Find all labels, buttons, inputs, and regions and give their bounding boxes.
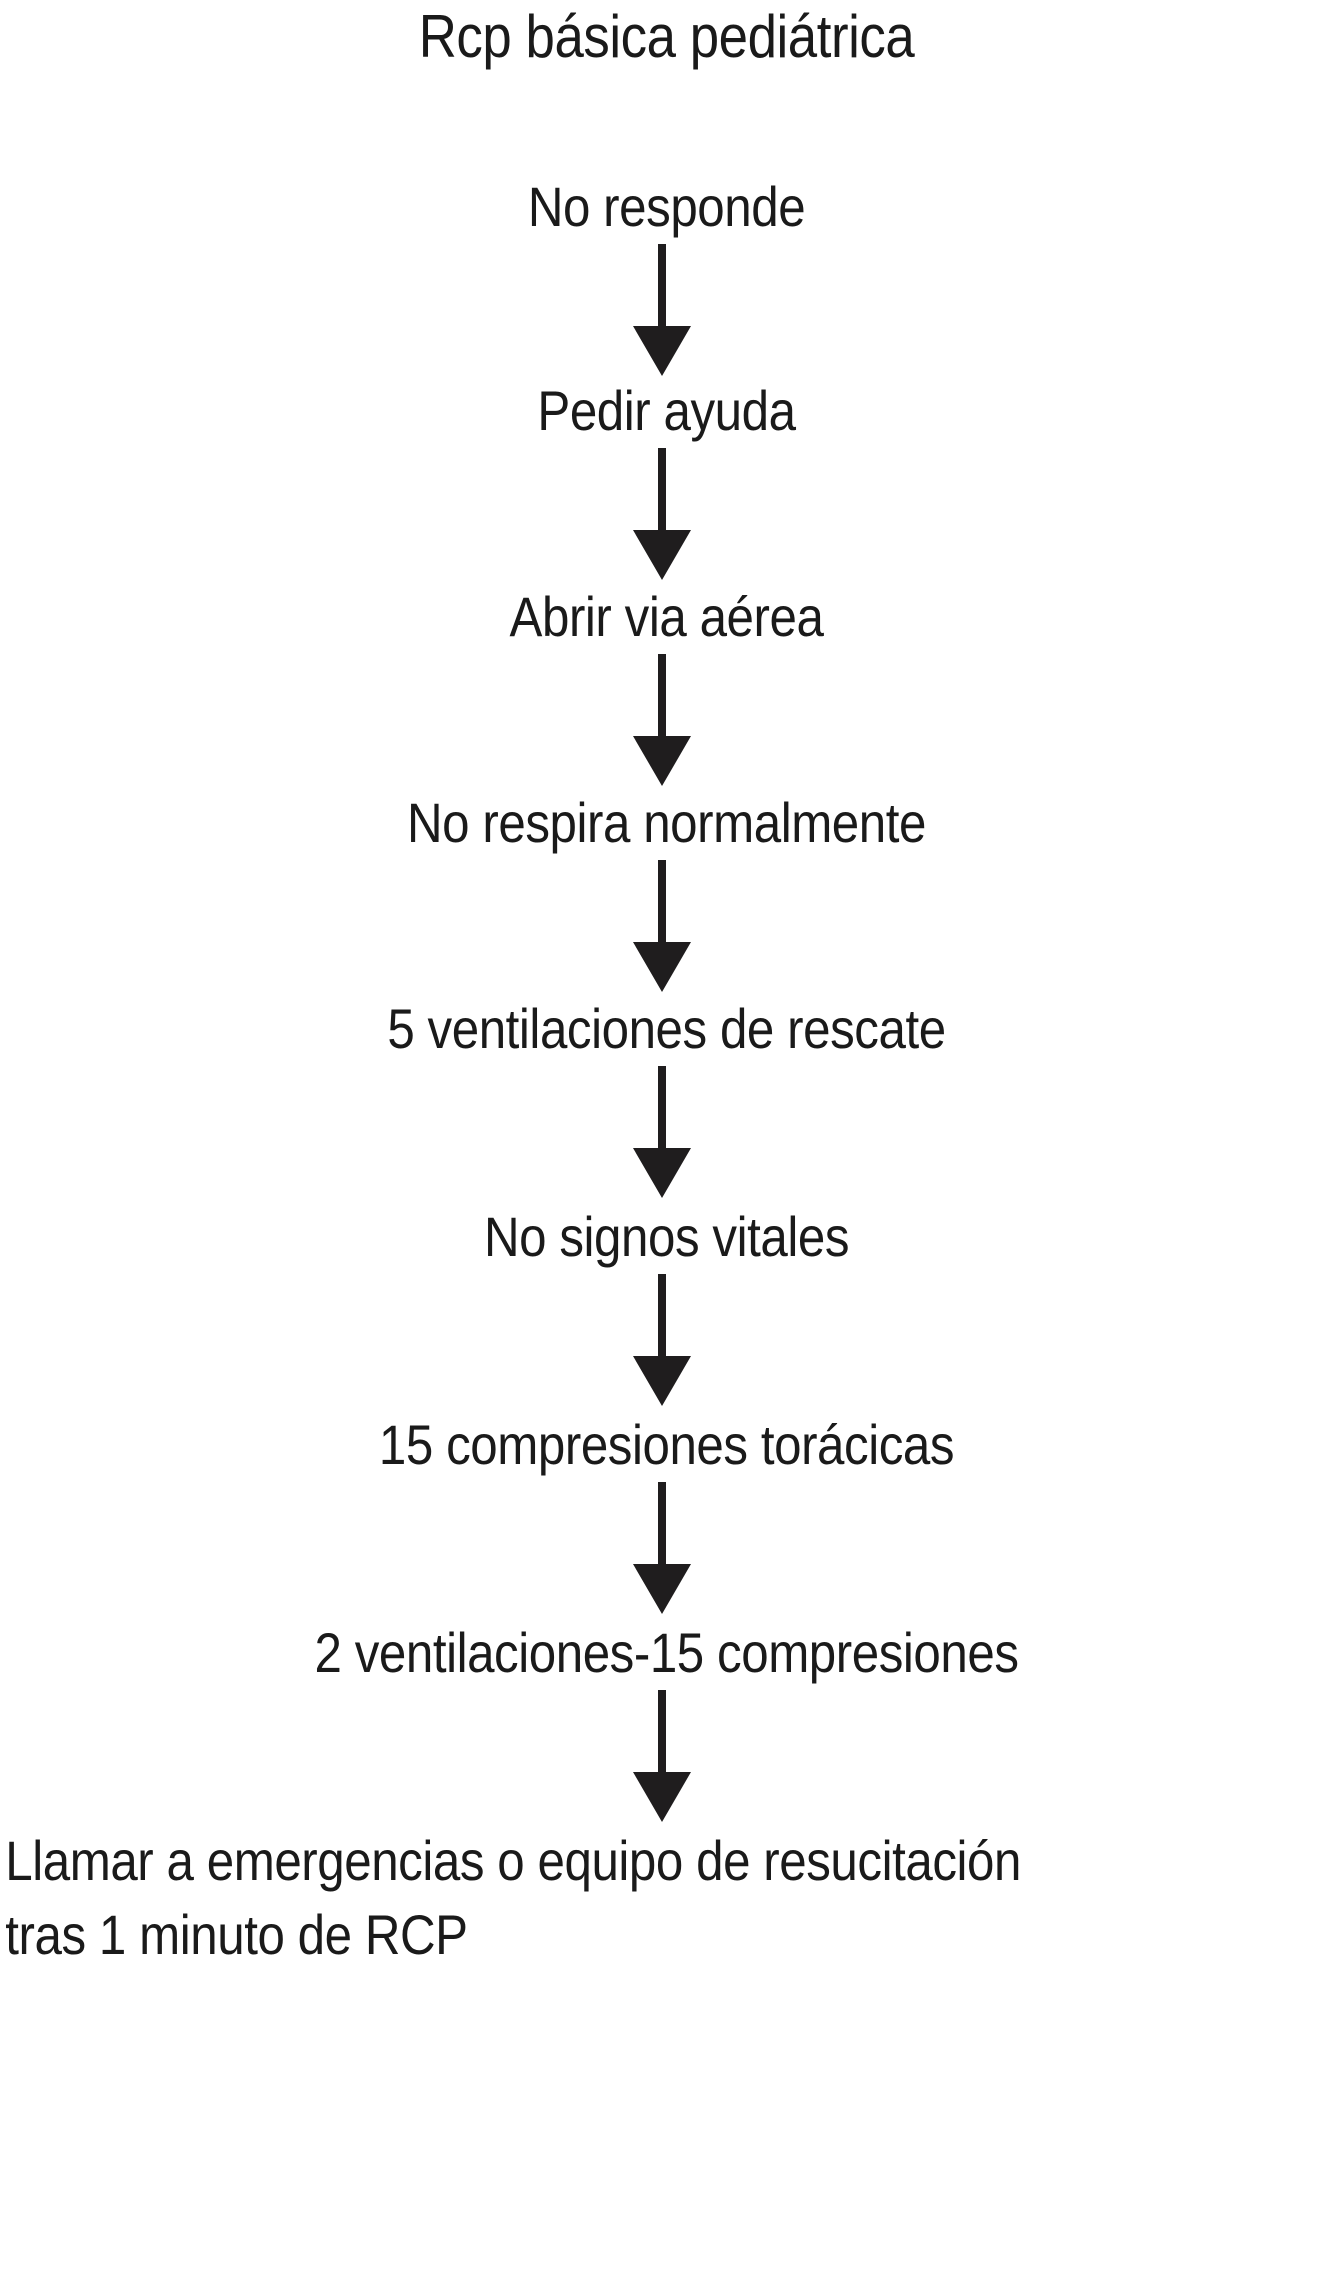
flow-step-4: No respira normalmente xyxy=(0,786,1333,860)
flow-step-label: 2 ventilaciones-15 compresiones xyxy=(314,1621,1019,1684)
flow-connector-8 xyxy=(0,1690,1333,1824)
flow-connector-3 xyxy=(0,654,1333,786)
flow-step-label-final-line2: tras 1 minuto de RCP xyxy=(5,1903,468,1966)
flow-step-1: No responde xyxy=(0,170,1333,244)
flow-step-label: 5 ventilaciones de rescate xyxy=(387,997,946,1060)
arrow-head xyxy=(633,736,691,786)
arrow-stem xyxy=(658,860,666,946)
arrow-stem xyxy=(658,1066,666,1152)
arrow-head xyxy=(633,1356,691,1406)
flow-step-6: No signos vitales xyxy=(0,1200,1333,1274)
page-title: Rcp básica pediátrica xyxy=(418,3,915,70)
flow-step-label: No signos vitales xyxy=(483,1205,850,1268)
arrow-head xyxy=(633,942,691,992)
arrow-head xyxy=(633,1148,691,1198)
arrow-stem xyxy=(658,448,666,534)
flow-step-8: 2 ventilaciones-15 compresiones xyxy=(0,1616,1333,1690)
flow-step-label: No respira normalmente xyxy=(407,791,926,854)
flow-connector-6 xyxy=(0,1274,1333,1408)
flow-step-label: No responde xyxy=(527,175,806,238)
flow-connector-5 xyxy=(0,1066,1333,1200)
flow-step-label-final-line1: Llamar a emergencias o equipo de resucit… xyxy=(5,1829,1021,1892)
flow-connector-4 xyxy=(0,860,1333,992)
arrow-head xyxy=(633,1564,691,1614)
arrow-stem xyxy=(658,654,666,740)
flow-connector-1 xyxy=(0,244,1333,376)
flowchart-column: No responde Pedir ayuda Abrir via aérea xyxy=(0,170,1333,1972)
flow-step-9: Llamar a emergencias o equipo de resucit… xyxy=(0,1824,1333,1972)
flow-step-label: 15 compresiones torácicas xyxy=(378,1413,955,1476)
flow-step-3: Abrir via aérea xyxy=(0,580,1333,654)
flow-connector-2 xyxy=(0,448,1333,580)
flow-step-5: 5 ventilaciones de rescate xyxy=(0,992,1333,1066)
flow-step-label-final: Llamar a emergencias o equipo de resucit… xyxy=(0,1824,1325,1972)
arrow-head xyxy=(633,1772,691,1822)
flow-step-label: Abrir via aérea xyxy=(509,585,824,648)
arrow-stem xyxy=(658,244,666,330)
arrow-stem xyxy=(658,1482,666,1568)
arrow-stem xyxy=(658,1274,666,1360)
arrow-head xyxy=(633,530,691,580)
arrow-head xyxy=(633,326,691,376)
arrow-stem xyxy=(658,1690,666,1776)
flow-connector-7 xyxy=(0,1482,1333,1616)
flow-step-2: Pedir ayuda xyxy=(0,374,1333,448)
flow-step-7: 15 compresiones torácicas xyxy=(0,1408,1333,1482)
flow-step-label: Pedir ayuda xyxy=(537,379,796,442)
